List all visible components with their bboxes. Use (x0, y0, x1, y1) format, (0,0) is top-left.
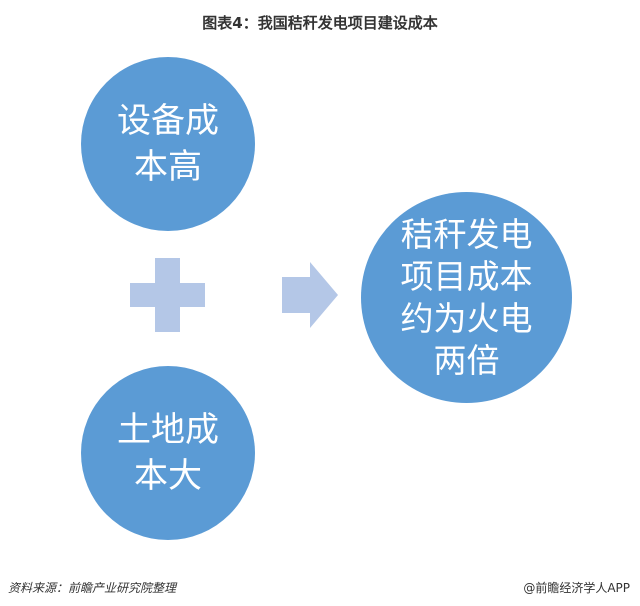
chart-title: 图表4：我国秸秆发电项目建设成本 (202, 14, 438, 32)
equipment-cost-label: 设备成本高 (117, 101, 219, 187)
result-circle: 秸秆发电项目成本约为火电两倍 (361, 192, 572, 403)
source-note: 资料来源：前瞻产业研究院整理 (8, 581, 177, 595)
result-label: 秸秆发电项目成本约为火电两倍 (400, 214, 533, 380)
land-cost-circle: 土地成本大 (81, 366, 255, 540)
credit-note: @前瞻经济学人APP (523, 581, 630, 595)
arrow-right-icon (282, 262, 338, 328)
plus-icon (130, 258, 205, 332)
land-cost-label: 土地成本大 (117, 410, 219, 496)
equipment-cost-circle: 设备成本高 (81, 57, 255, 231)
